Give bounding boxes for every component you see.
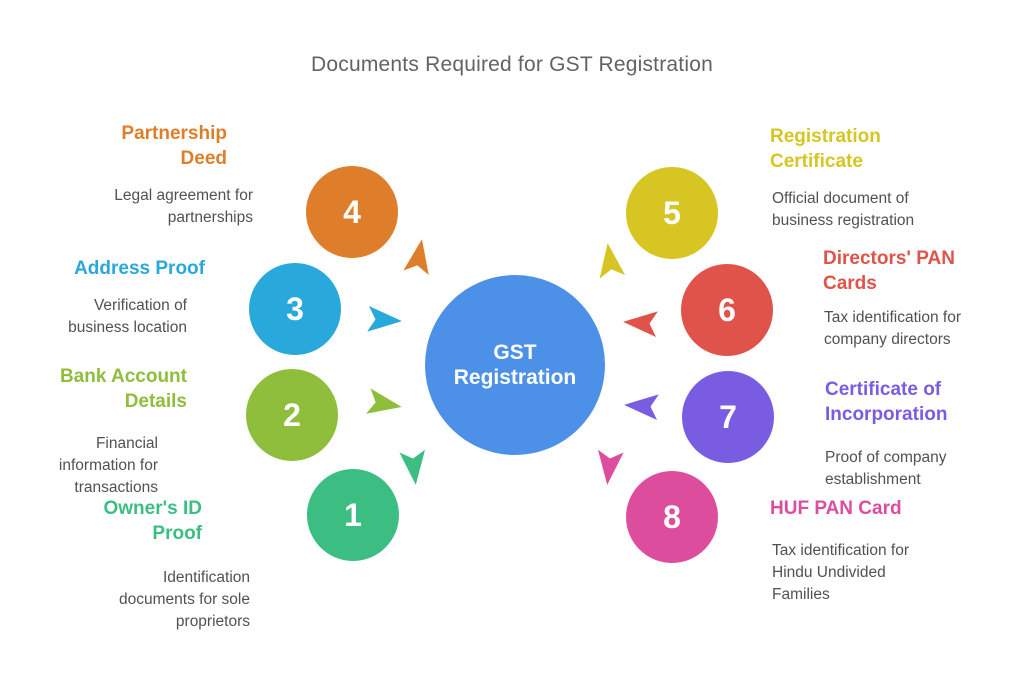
step-7-description: Proof of company establishment [825,449,947,488]
step-2-title: Bank Account Details [59,366,187,412]
step-8-description: Tax identification for Hindu Undivided F… [772,542,909,603]
step-1-description: Identification documents for sole propri… [119,569,250,630]
arrowhead-icon-1 [398,450,429,487]
step-number-3: 3 [286,290,304,327]
step-number-8: 8 [663,498,681,535]
step-circle-3: 3 [249,263,341,355]
step-circle-6: 6 [681,264,773,356]
step-circle-1: 1 [307,469,399,561]
diagram-title: Documents Required for GST Registration [311,53,713,76]
step-4-description: Legal agreement for partnerships [114,187,253,226]
step-circle-2: 2 [246,369,338,461]
step-6-title: Directors' PAN Cards [823,248,955,294]
step-number-1: 1 [344,496,362,533]
step-number-5: 5 [663,194,681,231]
arrowhead-icon-6 [622,308,658,338]
arrowhead-icon-3 [367,305,403,335]
step-3-description: Verification of business location [68,297,187,336]
step-3-title: Address Proof [74,258,205,279]
hub-circle: GST Registration [425,275,605,455]
step-1-title: Owner's ID Proof [103,498,203,544]
arrowhead-icon-5 [594,241,626,279]
step-circle-7: 7 [682,371,774,463]
step-number-4: 4 [343,193,361,230]
step-2-description: Financial information for transactions [58,435,158,496]
arrowhead-icon-8 [593,450,624,487]
step-7-title: Certificate of Incorporation [825,379,948,425]
hub-label: GST Registration [453,341,577,389]
step-5-title: Registration Certificate [770,126,881,172]
step-6-description: Tax identification for company directors [824,309,961,348]
arrowhead-icon-2 [366,387,404,420]
step-8-title: HUF PAN Card [770,498,902,519]
step-number-2: 2 [283,396,301,433]
step-number-6: 6 [718,291,736,328]
step-4-title: Partnership Deed [121,123,227,169]
step-5-description: Official document of business registrati… [772,190,915,229]
step-circle-4: 4 [306,166,398,258]
step-circle-5: 5 [626,167,718,259]
arrowhead-icon-7 [623,391,659,421]
arrowhead-icon-4 [402,237,435,275]
step-circle-8: 8 [626,471,718,563]
step-number-7: 7 [719,398,737,435]
